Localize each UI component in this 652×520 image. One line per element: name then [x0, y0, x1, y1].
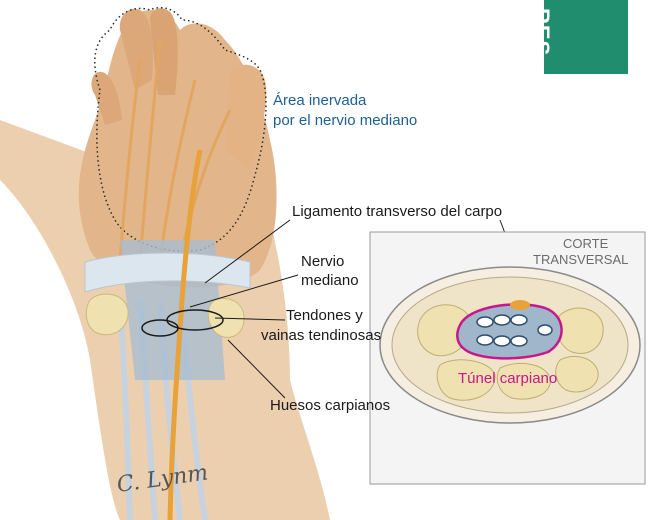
label-corte-line2: TRANSVERSAL [533, 252, 628, 267]
label-huesos: Huesos carpianos [270, 397, 390, 415]
label-nervio-line1: Nervio [301, 253, 344, 271]
label-corte-line1: CORTE [563, 236, 608, 251]
tunnel-tendon [477, 317, 493, 327]
section-tab-text: RES [528, 8, 554, 56]
section-tab [544, 0, 628, 74]
tunnel-tendon [494, 336, 510, 346]
cross-section-nerve [510, 300, 530, 310]
label-tendones-line1: Tendones y [286, 307, 363, 325]
carpal-bone [86, 294, 128, 335]
label-ligamento: Ligamento transverso del carpo [292, 203, 502, 221]
label-tunel: Túnel carpiano [458, 370, 557, 388]
label-area-line1: Área inervada [273, 92, 366, 110]
tunnel-tendon [511, 315, 527, 325]
label-tendones-line2: vainas tendinosas [261, 327, 381, 345]
label-area-line2: por el nervio mediano [273, 112, 417, 130]
tunnel-tendon [494, 315, 510, 325]
cross-section-bone [557, 308, 603, 353]
label-nervio-line2: mediano [301, 272, 359, 290]
tunnel-tendon [538, 325, 552, 335]
tunnel-tendon [511, 336, 527, 346]
cross-section-bone [556, 356, 598, 392]
tunnel-tendon [477, 335, 493, 345]
